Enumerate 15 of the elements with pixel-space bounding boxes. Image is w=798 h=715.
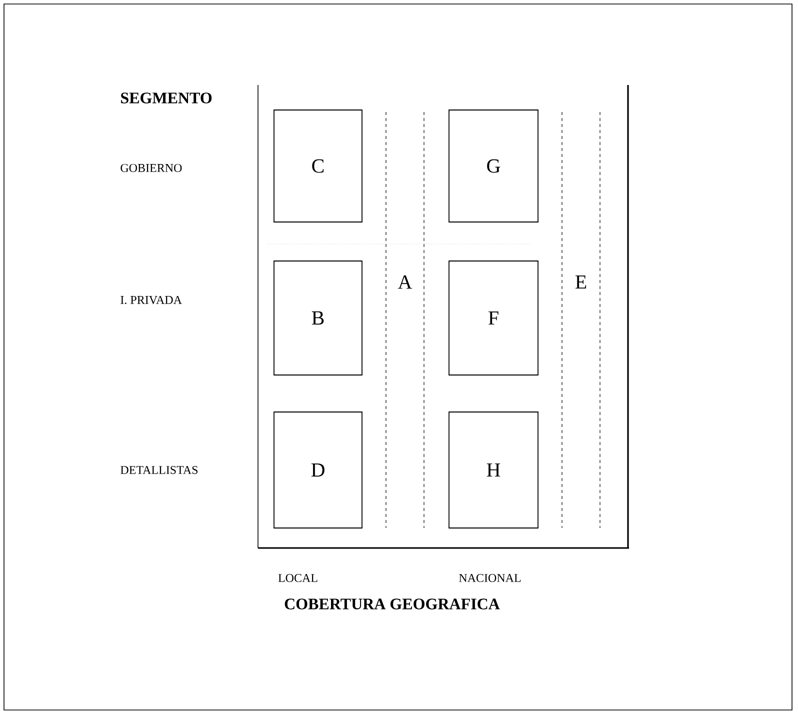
axis-label: I. PRIVADA: [120, 296, 182, 304]
segment-box: B: [274, 260, 362, 376]
axis-title: COBERTURA GEOGRAFICA: [284, 598, 500, 610]
segment-box: D: [274, 412, 362, 528]
segment-box: H: [448, 412, 538, 528]
axis-label: GOBIERNO: [120, 164, 182, 172]
axis-label: DETALLISTAS: [120, 466, 198, 474]
segment-box: C: [274, 110, 362, 222]
band-column: E: [562, 112, 600, 528]
segment-box: G: [448, 110, 538, 222]
axis-label: NACIONAL: [459, 574, 521, 582]
segment-box: F: [448, 260, 538, 376]
band-column: A: [386, 112, 424, 528]
axis-title: SEGMENTO: [121, 92, 212, 104]
axis-label: LOCAL: [278, 574, 318, 582]
